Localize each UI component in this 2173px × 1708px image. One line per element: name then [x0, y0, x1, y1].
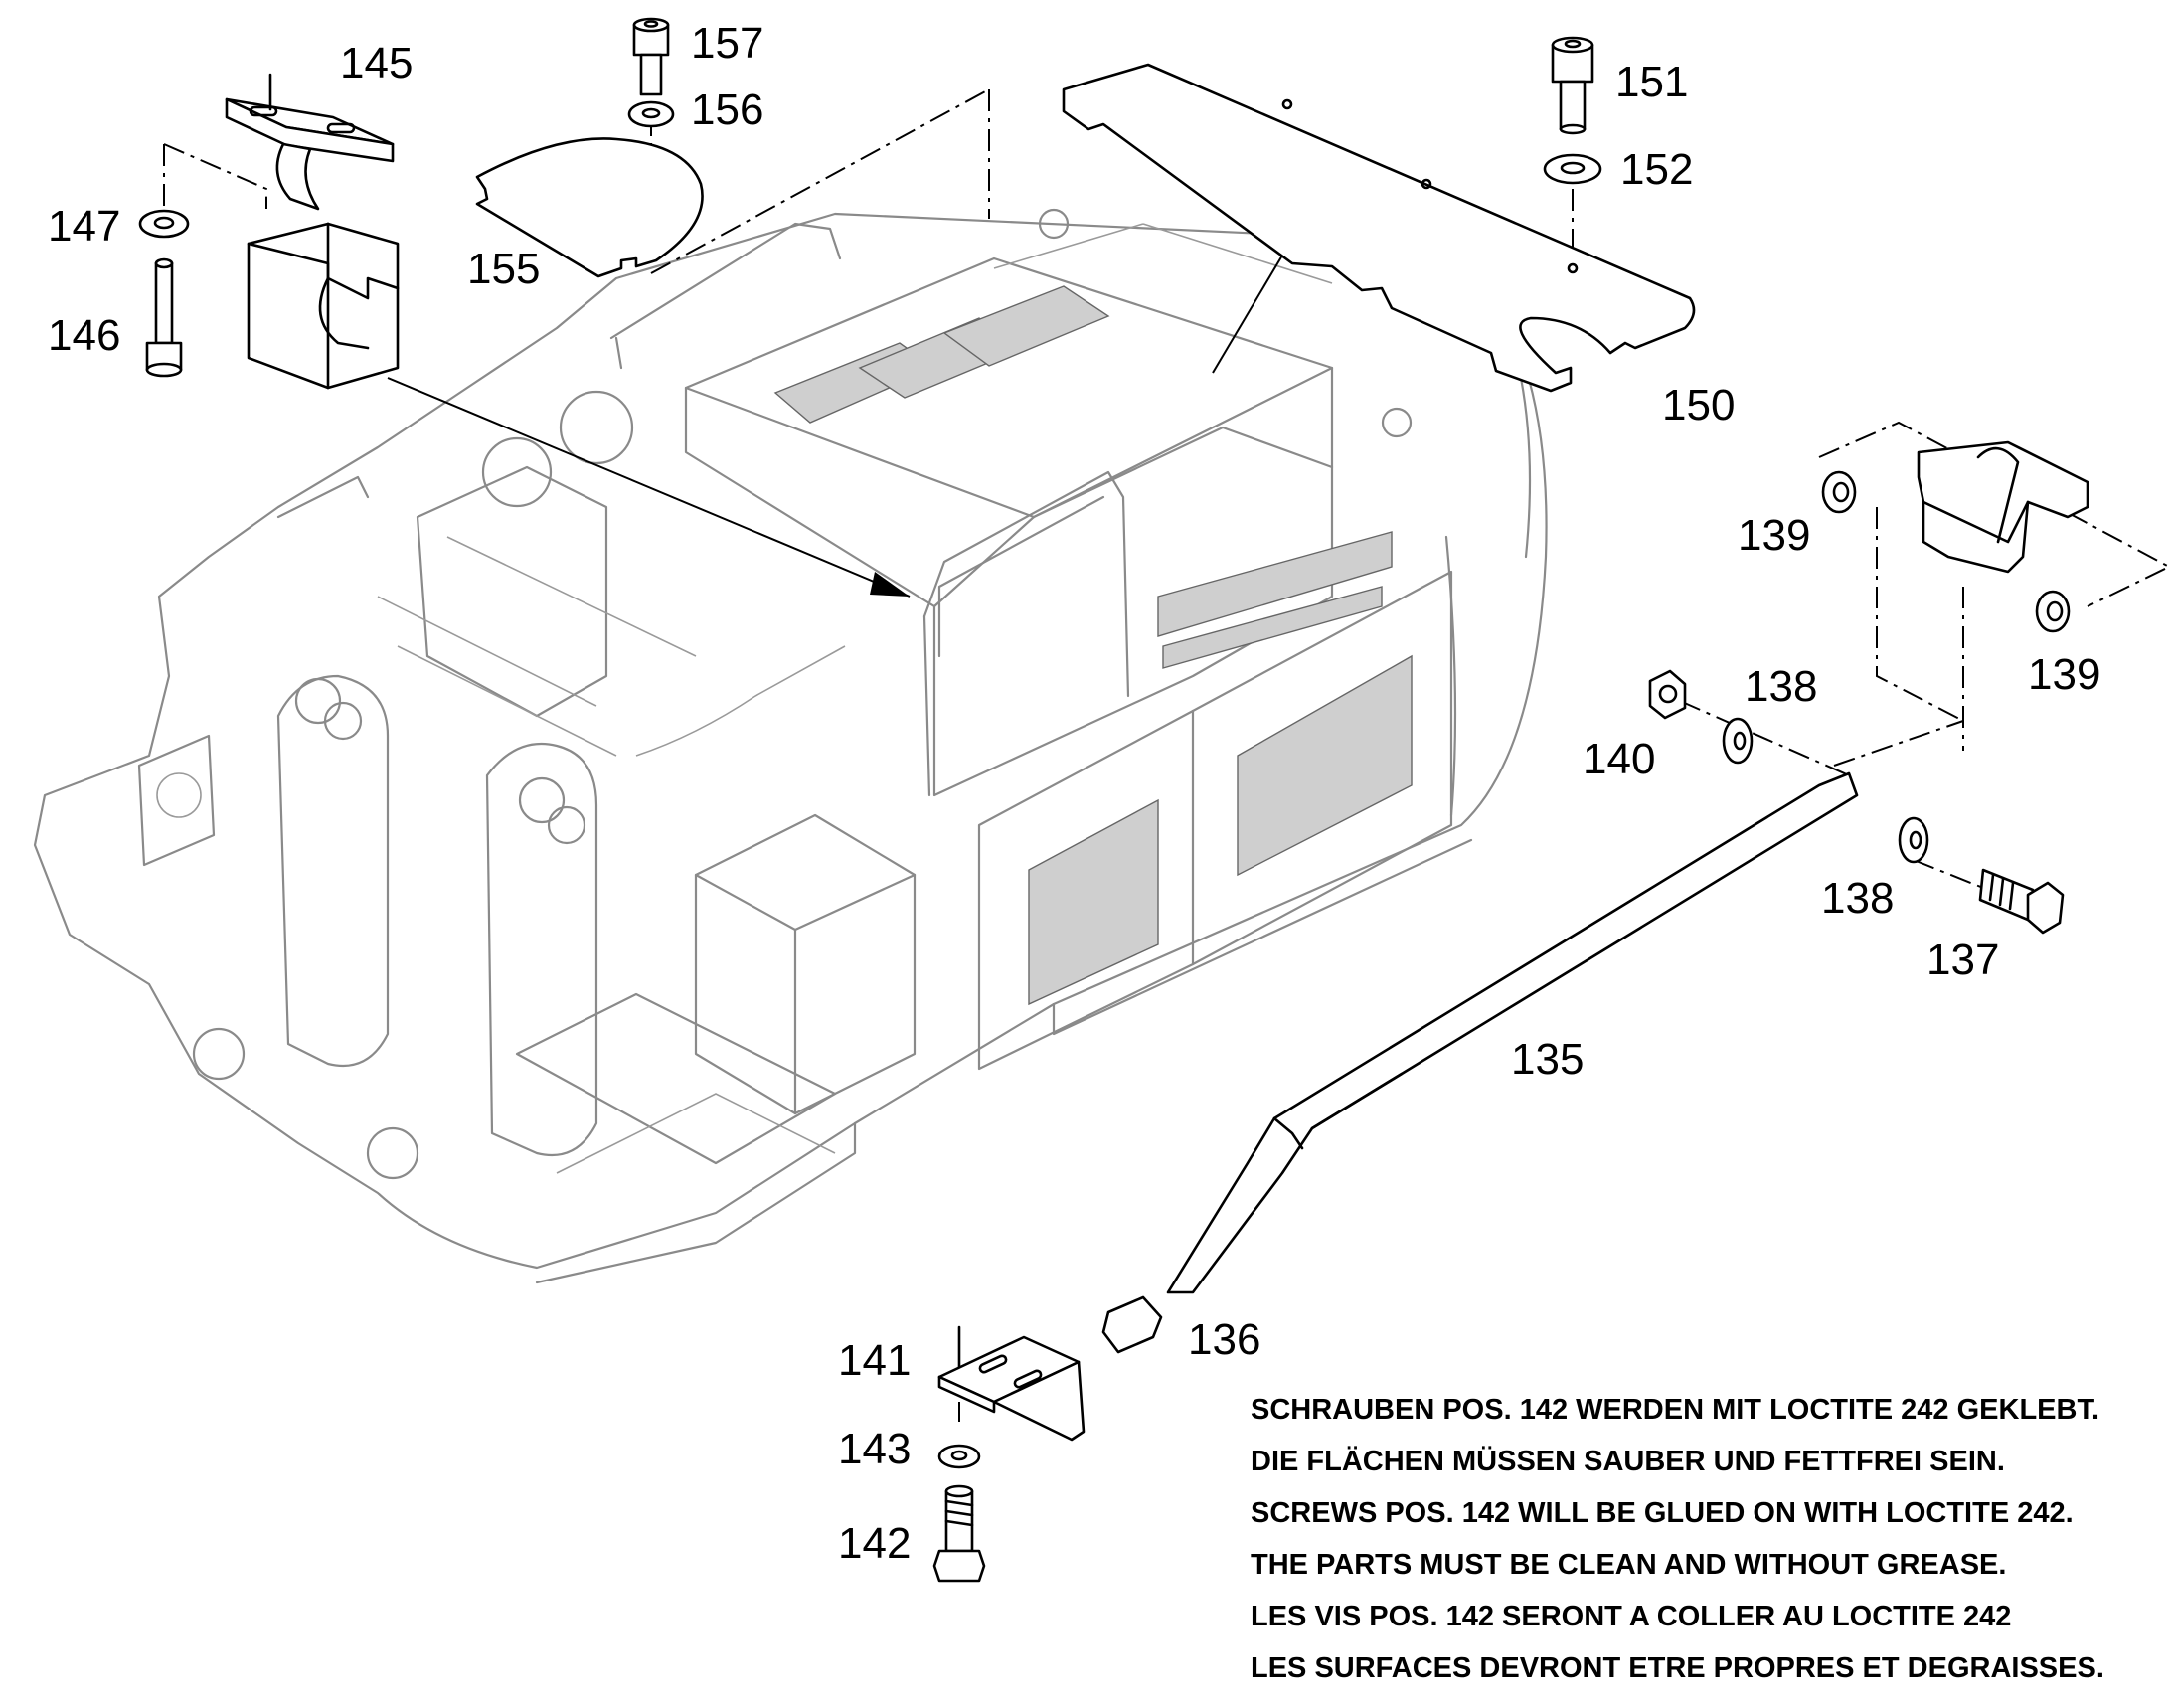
callout-137: 137 — [1926, 936, 1999, 984]
note-line-en-2: THE PARTS MUST BE CLEAN AND WITHOUT GREA… — [1251, 1549, 2007, 1581]
arrow-head-icon — [870, 572, 910, 597]
part-155-cover-plate — [475, 137, 704, 278]
callout-142: 142 — [838, 1519, 911, 1568]
callout-155: 155 — [467, 245, 540, 293]
note-line-en-1: SCREWS POS. 142 WILL BE GLUED ON WITH LO… — [1251, 1497, 2074, 1529]
callout-143: 143 — [838, 1425, 911, 1473]
part-146-bolt — [145, 257, 183, 378]
note-line-fr-1: LES VIS POS. 142 SERONT A COLLER AU LOCT… — [1251, 1601, 2012, 1632]
part-140-nut — [1648, 669, 1687, 720]
part-139-grommet-left — [1821, 470, 1857, 514]
part-152-washer — [1543, 153, 1602, 185]
callout-141: 141 — [838, 1336, 911, 1385]
note-line-de-1: SCHRAUBEN POS. 142 WERDEN MIT LOCTITE 24… — [1251, 1394, 2100, 1426]
callout-labels: 145 147 146 157 156 155 151 152 150 139 … — [48, 19, 2100, 1568]
leader-lines — [387, 238, 1293, 598]
callout-145: 145 — [340, 39, 413, 87]
callout-152: 152 — [1620, 145, 1693, 194]
callout-150: 150 — [1662, 381, 1735, 429]
part-137-hex-bolt — [1978, 868, 2065, 935]
callout-147: 147 — [48, 202, 120, 251]
callout-146: 146 — [48, 311, 120, 360]
part-136-end-cap — [1101, 1295, 1163, 1354]
part-150-long-plate — [1062, 63, 1696, 393]
callout-135: 135 — [1511, 1035, 1584, 1084]
callout-157: 157 — [691, 19, 763, 68]
rubber-block — [247, 222, 400, 390]
part-147-washer — [138, 209, 190, 239]
part-142-hex-screw — [932, 1484, 986, 1583]
callout-138-upper: 138 — [1745, 662, 1817, 711]
part-143-washer — [937, 1444, 981, 1469]
part-141-bracket — [937, 1325, 1086, 1442]
note-line-de-2: DIE FLÄCHEN MÜSSEN SAUBER UND FETTFREI S… — [1251, 1446, 2005, 1477]
callout-139-right: 139 — [2028, 650, 2100, 699]
part-139-grommet-right — [2035, 590, 2071, 633]
assembly-lines — [163, 88, 2172, 1422]
callout-139-left: 139 — [1738, 511, 1810, 560]
part-138-washer-lower — [1898, 816, 1929, 864]
callout-140: 140 — [1583, 735, 1655, 783]
part-157-screw — [632, 17, 670, 96]
callout-156: 156 — [691, 85, 763, 134]
part-139-pad-bracket — [1917, 440, 2089, 574]
part-151-screw — [1551, 36, 1594, 135]
callout-138-lower: 138 — [1821, 874, 1894, 923]
assembly-note: SCHRAUBEN POS. 142 WERDEN MIT LOCTITE 24… — [1251, 1384, 2165, 1694]
part-138-washer-upper — [1722, 717, 1754, 765]
note-line-fr-2: LES SURFACES DEVRONT ETRE PROPRES ET DEG… — [1251, 1652, 2104, 1684]
callout-151: 151 — [1615, 58, 1688, 106]
callout-136: 136 — [1188, 1315, 1260, 1364]
part-145-bracket — [225, 73, 395, 211]
part-156-washer — [627, 100, 675, 128]
part-135-strut-rod — [1166, 771, 1859, 1294]
uppercarriage-frame — [33, 208, 1548, 1284]
